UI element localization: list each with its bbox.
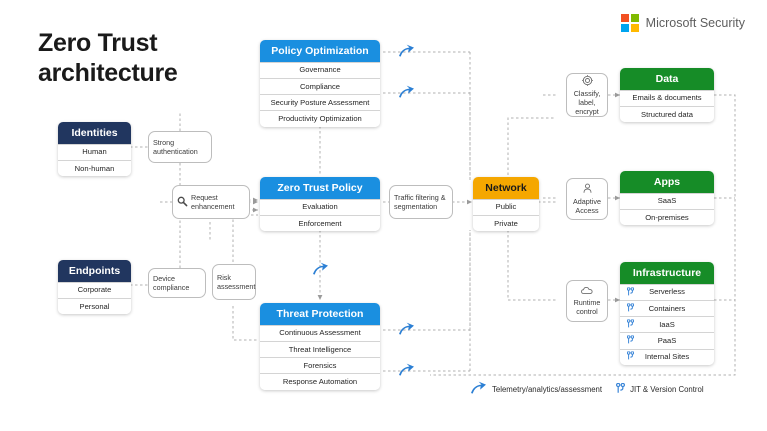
endpoints-title: Endpoints [58, 260, 131, 283]
zero-trust-policy-row-evaluation[interactable]: Evaluation [260, 199, 380, 216]
runtime-control-label: Runtime control [573, 298, 601, 316]
network-row-private[interactable]: Private [473, 215, 539, 232]
connector-traffic-filtering[interactable]: Traffic filtering & segmentation [389, 185, 453, 219]
legend: Telemetry/analytics/assessment JIT & Ver… [470, 381, 704, 398]
infrastructure-row-internal-sites[interactable]: Internal Sites [620, 348, 714, 365]
page-title: Zero Trust architecture [38, 28, 248, 88]
jit-version-control-icon [626, 286, 635, 298]
connector-request-enhancement[interactable]: Request enhancement [172, 185, 250, 219]
jit-version-control-icon [626, 351, 635, 362]
infrastructure-label-internal-sites: Internal Sites [644, 351, 690, 361]
apps-row-on-premises[interactable]: On-premises [620, 209, 714, 226]
traffic-filtering-label: Traffic filtering & segmentation [394, 193, 446, 211]
pillar-network[interactable]: Network Public Private [473, 177, 539, 232]
identities-title: Identities [58, 122, 131, 145]
telemetry-arrow-icon [398, 322, 415, 342]
infrastructure-title: Infrastructure [620, 262, 714, 285]
threat-protection-row-continuous-assessment[interactable]: Continuous Assessment [260, 325, 380, 342]
microsoft-logo-icon [620, 14, 639, 32]
data-row-emails-documents[interactable]: Emails & documents [620, 90, 714, 107]
jit-version-control-icon [626, 335, 635, 346]
device-compliance-label: Device compliance [153, 274, 190, 292]
page-title-line1: Zero Trust [38, 29, 158, 57]
brand-microsoft-security: Microsoft Security [620, 14, 745, 32]
infrastructure-label-serverless: Serverless [649, 287, 685, 297]
pillar-zero-trust-policy[interactable]: Zero Trust Policy Evaluation Enforcement [260, 177, 380, 232]
zero-trust-policy-row-enforcement[interactable]: Enforcement [260, 215, 380, 232]
legend-item-telemetry: Telemetry/analytics/assessment [470, 381, 602, 398]
connector-risk-assessment[interactable]: Risk assessment [212, 264, 256, 300]
legend-jit-label: JIT & Version Control [630, 385, 704, 394]
request-enhancement-label: Request enhancement [191, 193, 235, 211]
telemetry-arrow-icon [312, 262, 329, 282]
infrastructure-row-containers[interactable]: Containers [620, 300, 714, 317]
telemetry-arrow-icon [470, 381, 487, 398]
threat-protection-row-threat-intelligence[interactable]: Threat Intelligence [260, 341, 380, 358]
legend-telemetry-label: Telemetry/analytics/assessment [492, 385, 603, 394]
telemetry-arrow-icon [398, 44, 415, 64]
infrastructure-label-containers: Containers [648, 303, 686, 313]
pillar-apps[interactable]: Apps SaaS On-premises [620, 171, 714, 226]
threat-protection-row-forensics[interactable]: Forensics [260, 357, 380, 374]
infrastructure-row-serverless[interactable]: Serverless [620, 284, 714, 301]
connector-strong-authentication[interactable]: Strong authentication [148, 131, 212, 163]
pillar-threat-protection[interactable]: Threat Protection Continuous Assessment … [260, 303, 380, 390]
page-title-line2: architecture [38, 59, 178, 87]
connector-classify-label-encrypt[interactable]: Classify, label, encrypt [566, 73, 608, 117]
legend-item-jit: JIT & Version Control [616, 382, 704, 396]
identities-row-non-human[interactable]: Non-human [58, 160, 131, 177]
threat-protection-row-response-automation[interactable]: Response Automation [260, 373, 380, 390]
identities-row-human[interactable]: Human [58, 144, 131, 161]
risk-assessment-label: Risk assessment [217, 273, 256, 291]
data-title: Data [620, 68, 714, 91]
classify-label-encrypt-label: Classify, label, encrypt [573, 88, 601, 116]
apps-row-saas[interactable]: SaaS [620, 193, 714, 210]
pillar-policy-optimization[interactable]: Policy Optimization Governance Complianc… [260, 40, 380, 127]
infrastructure-label-iaas: IaaS [659, 319, 675, 329]
runtime-control-cloud-icon [581, 286, 593, 297]
policy-optimization-row-productivity-optimization[interactable]: Productivity Optimization [260, 110, 380, 127]
policy-optimization-row-security-posture-assessment[interactable]: Security Posture Assessment [260, 94, 380, 111]
magnifier-icon [177, 196, 188, 209]
classify-label-encrypt-icon [581, 74, 593, 88]
infrastructure-row-paas[interactable]: PaaS [620, 332, 714, 349]
brand-label: Microsoft Security [645, 16, 745, 30]
infrastructure-row-iaas[interactable]: IaaS [620, 316, 714, 333]
jit-version-control-icon [626, 302, 635, 314]
telemetry-arrow-icon [398, 85, 415, 105]
infrastructure-label-paas: PaaS [657, 335, 677, 345]
policy-optimization-row-compliance[interactable]: Compliance [260, 78, 380, 95]
policy-optimization-row-governance[interactable]: Governance [260, 62, 380, 79]
pillar-infrastructure[interactable]: Infrastructure Serverless Containers Iaa… [620, 262, 714, 365]
data-row-structured-data[interactable]: Structured data [620, 106, 714, 123]
policy-optimization-title: Policy Optimization [260, 40, 380, 63]
connector-adaptive-access[interactable]: Adaptive Access [566, 178, 608, 220]
pillar-data[interactable]: Data Emails & documents Structured data [620, 68, 714, 123]
endpoints-row-personal[interactable]: Personal [58, 298, 131, 315]
adaptive-access-label: Adaptive Access [573, 197, 601, 215]
pillar-identities[interactable]: Identities Human Non-human [58, 122, 131, 177]
connector-device-compliance[interactable]: Device compliance [148, 268, 206, 298]
threat-protection-title: Threat Protection [260, 303, 380, 326]
telemetry-arrow-icon [398, 363, 415, 383]
strong-authentication-label: Strong authentication [153, 138, 198, 156]
endpoints-row-corporate[interactable]: Corporate [58, 282, 131, 299]
jit-version-control-icon [626, 319, 635, 330]
jit-version-control-icon [616, 382, 626, 396]
apps-title: Apps [620, 171, 714, 194]
zero-trust-policy-title: Zero Trust Policy [260, 177, 380, 200]
pillar-endpoints[interactable]: Endpoints Corporate Personal [58, 260, 131, 315]
network-row-public[interactable]: Public [473, 199, 539, 216]
connector-runtime-control[interactable]: Runtime control [566, 280, 608, 322]
adaptive-access-icon [582, 183, 593, 196]
network-title: Network [473, 177, 539, 200]
